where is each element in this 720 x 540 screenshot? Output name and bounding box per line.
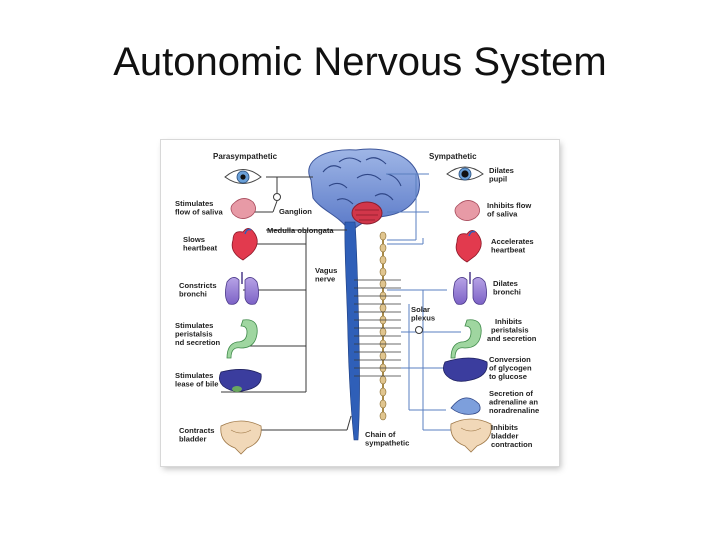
left-label-bronchi: Constricts bronchi [179, 281, 219, 299]
liver-icon [219, 369, 262, 392]
left-label-bile: Stimulates lease of bile [175, 371, 218, 389]
brain-icon [308, 148, 420, 231]
right-label-saliva: Inhibits flow of saliva [487, 201, 533, 219]
medulla-oblongata-label: Medulla oblongata [267, 226, 334, 235]
ganglion-label: Ganglion [279, 207, 312, 216]
sympathetic-chain-label: Chain of sympathetic [365, 430, 409, 448]
right-label-pupil: Dilates pupil [489, 166, 516, 184]
bladder-icon [450, 418, 492, 453]
right-label-heartbeat: Accelerates heartbeat [491, 237, 536, 255]
parasympathetic-header: Parasympathetic [213, 152, 278, 161]
eye-icon [224, 169, 262, 184]
right-label-adrenaline: Secretion of adrenaline an noradrenaline [489, 389, 540, 415]
vagus-nerve-label: Vagus nerve [315, 266, 340, 284]
right-label-bladder: Inhibits bladder contraction [491, 423, 533, 449]
adrenal-gland-icon [450, 397, 481, 415]
liver-icon [443, 357, 488, 382]
salivary-gland-icon [454, 200, 480, 221]
slide-title: Autonomic Nervous System [113, 40, 607, 84]
heart-icon [455, 230, 482, 263]
solar-plexus-label: Solar plexus [411, 305, 435, 323]
sympathetic-chain [379, 231, 387, 421]
heart-icon [231, 228, 258, 261]
left-label-heartbeat: Slows heartbeat [183, 235, 218, 253]
lungs-icon [453, 272, 487, 305]
right-label-peristalsis: Inhibits peristalsis and secretion [487, 317, 537, 343]
stomach-icon [450, 319, 482, 359]
left-label-bladder: Contracts bladder [179, 426, 217, 444]
solar-plexus-node [415, 326, 423, 334]
sympathetic-nerves [386, 173, 461, 431]
right-label-glycogen: Conversion of glycogen to glucose [489, 355, 534, 381]
sympathetic-header: Sympathetic [429, 152, 477, 161]
bladder-icon [220, 420, 262, 455]
parasympathetic-nerves [221, 176, 352, 431]
salivary-gland-icon [230, 198, 256, 219]
lungs-icon [225, 272, 259, 305]
spinal-cord-icon [344, 221, 360, 441]
left-label-saliva: Stimulates flow of saliva [175, 199, 223, 217]
autonomic-nervous-system-diagram: Parasympathetic Sympathetic [161, 140, 559, 466]
eye-icon [446, 166, 484, 181]
left-label-peristalsis: Stimulates peristalsis nd secretion [175, 321, 221, 347]
spinal-connectors [354, 279, 401, 377]
stomach-icon [226, 319, 258, 359]
right-label-bronchi: Dilates bronchi [493, 279, 521, 297]
